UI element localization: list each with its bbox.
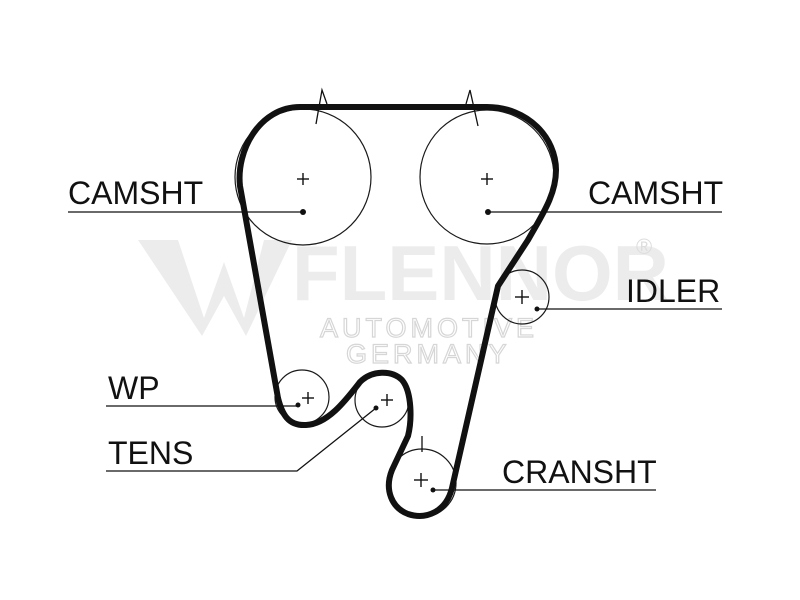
camshaft-right-timing-mark: [465, 89, 479, 127]
tensioner-leader: [106, 407, 377, 472]
water-pump-center-dot: [295, 402, 301, 408]
label-camshaft-right: CAMSHT: [588, 175, 723, 211]
camshaft-right-center-plus: [481, 173, 493, 185]
crankshaft-center-plus: [414, 473, 428, 487]
idler-center-plus: [515, 290, 529, 304]
labels: CAMSHT CAMSHT IDLER WP TENS CRANSHT: [68, 175, 723, 490]
watermark: FLENNOR ® AUTOMOTIVE GERMANY: [138, 229, 669, 370]
camshaft-left-timing-mark: [315, 87, 328, 125]
watermark-logo-mark: [138, 240, 292, 336]
leader-lines: [68, 211, 722, 491]
label-idler: IDLER: [626, 273, 720, 309]
label-water-pump: WP: [108, 370, 160, 406]
watermark-line1: AUTOMOTIVE: [320, 313, 538, 343]
label-crankshaft: CRANSHT: [502, 454, 657, 490]
tensioner-center-plus: [381, 394, 393, 406]
watermark-registered-mark: ®: [636, 234, 652, 259]
watermark-brand: FLENNOR: [292, 229, 669, 317]
label-tensioner: TENS: [108, 435, 193, 471]
pulley-centers: [295, 173, 540, 493]
water-pump-center-plus: [302, 392, 314, 404]
camshaft-left-center-plus: [297, 173, 309, 185]
timing-marks: [315, 87, 479, 452]
label-camshaft-left: CAMSHT: [68, 175, 203, 211]
